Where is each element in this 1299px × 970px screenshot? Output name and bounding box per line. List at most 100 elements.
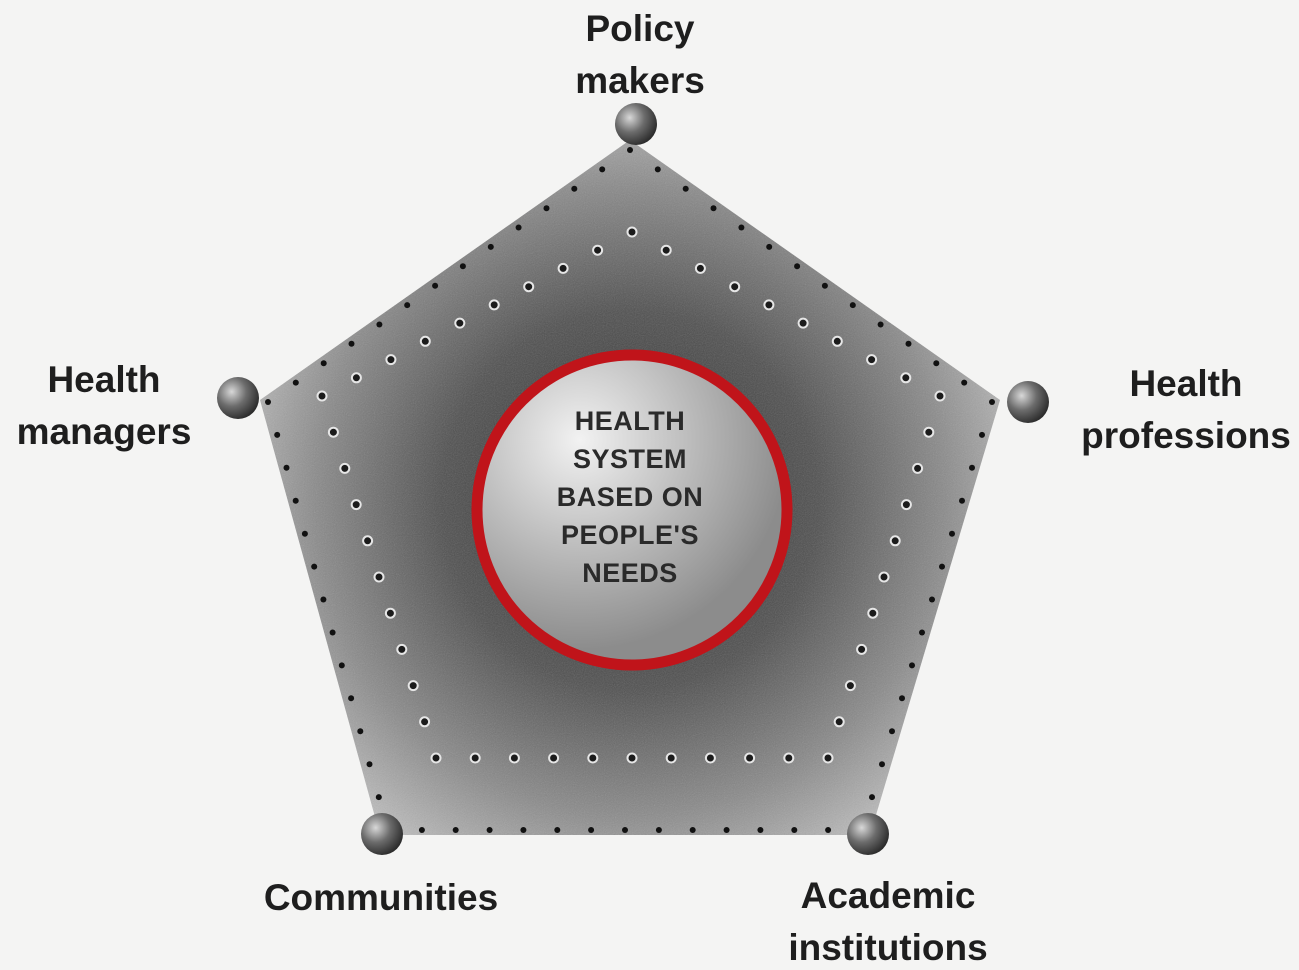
border-dot xyxy=(366,761,373,768)
ring-dot xyxy=(373,571,385,583)
border-dot xyxy=(283,464,290,471)
border-dot xyxy=(515,224,522,231)
ring-dot xyxy=(419,716,431,728)
border-dot xyxy=(979,431,985,438)
border-dot xyxy=(588,827,595,833)
border-dot xyxy=(989,399,995,405)
ring-dot xyxy=(508,752,520,764)
outer-dotted-border xyxy=(265,147,995,833)
border-dot xyxy=(905,340,912,347)
ring-dot xyxy=(694,262,706,274)
border-dot xyxy=(320,360,327,367)
border-dot xyxy=(627,147,633,153)
border-dot xyxy=(933,360,940,367)
border-dot xyxy=(689,827,696,833)
label-academic-institutions: Academic institutions xyxy=(770,870,1006,970)
ring-dot xyxy=(923,426,935,438)
label-health-professions-line-2: professions xyxy=(1081,415,1291,456)
ring-dot xyxy=(704,752,716,764)
ring-dot xyxy=(350,372,362,384)
label-health-managers-line-1: Health xyxy=(47,359,161,400)
center-sphere xyxy=(477,355,787,665)
ring-dot xyxy=(626,752,638,764)
border-dot xyxy=(375,794,382,801)
ring-dot xyxy=(912,462,924,474)
ring-dot xyxy=(362,535,374,547)
ring-dot xyxy=(419,335,431,347)
ring-dot xyxy=(339,462,351,474)
border-dot xyxy=(348,340,355,347)
ring-dot xyxy=(867,607,879,619)
border-dot xyxy=(459,263,466,270)
border-dot xyxy=(376,321,383,328)
ring-dot xyxy=(430,752,442,764)
border-dot xyxy=(869,794,875,801)
center-text: HEALTH SYSTEM BASED ON PEOPLE'S NEEDS xyxy=(520,402,740,592)
border-dot xyxy=(899,695,905,702)
border-dot xyxy=(939,563,945,570)
border-dot xyxy=(571,185,578,192)
border-dot xyxy=(311,563,318,570)
center-line-5: NEEDS xyxy=(582,558,678,588)
ring-dot xyxy=(744,752,756,764)
border-dot xyxy=(909,662,915,669)
border-dot xyxy=(821,282,828,289)
label-academic-institutions-line-2: institutions xyxy=(788,927,988,968)
border-dot xyxy=(959,497,965,504)
border-dot xyxy=(877,321,884,328)
ring-dot xyxy=(797,317,809,329)
border-dot xyxy=(949,530,955,537)
border-dot xyxy=(292,497,299,504)
border-dot xyxy=(432,282,439,289)
ring-dot xyxy=(831,335,843,347)
ring-dot xyxy=(592,244,604,256)
border-dot xyxy=(404,302,411,309)
label-communities-line-1: Communities xyxy=(263,877,499,918)
label-communities: Communities xyxy=(250,872,512,924)
ring-dot xyxy=(469,752,481,764)
ring-dot xyxy=(350,499,362,511)
border-dot xyxy=(929,596,935,603)
border-dot xyxy=(599,166,606,173)
border-dot xyxy=(357,728,364,735)
inner-dotted-ring xyxy=(316,226,946,764)
border-dot xyxy=(418,827,425,833)
border-dot xyxy=(654,166,661,173)
border-dot xyxy=(919,629,925,636)
border-dot xyxy=(655,827,662,833)
border-dot xyxy=(738,224,745,231)
ring-dot xyxy=(665,752,677,764)
border-dot xyxy=(889,728,895,735)
border-dot xyxy=(794,263,801,270)
ring-dot xyxy=(396,643,408,655)
label-health-managers: Health managers xyxy=(4,354,204,458)
ring-dot xyxy=(557,262,569,274)
border-dot xyxy=(554,827,561,833)
ring-dot xyxy=(833,716,845,728)
ring-dot xyxy=(822,752,834,764)
ring-dot xyxy=(316,390,328,402)
ring-dot xyxy=(488,299,500,311)
border-dot xyxy=(338,662,345,669)
ring-dot xyxy=(626,226,638,238)
center-ring xyxy=(471,349,793,671)
ring-dot xyxy=(385,354,397,366)
border-dot xyxy=(486,827,493,833)
border-dot xyxy=(961,379,968,386)
node-ball-health-professions xyxy=(1007,381,1049,423)
border-dot xyxy=(520,827,527,833)
ring-dot xyxy=(866,354,878,366)
center-line-2: SYSTEM xyxy=(572,444,688,474)
ring-dot xyxy=(454,317,466,329)
ring-dot xyxy=(844,680,856,692)
border-dot xyxy=(320,596,327,603)
label-health-professions-line-1: Health xyxy=(1129,363,1243,404)
border-dot xyxy=(292,379,299,386)
label-health-professions: Health professions xyxy=(1074,358,1298,462)
ring-dot xyxy=(934,390,946,402)
border-dot xyxy=(723,827,730,833)
ring-dot xyxy=(878,571,890,583)
center-line-1: HEALTH xyxy=(574,406,686,436)
